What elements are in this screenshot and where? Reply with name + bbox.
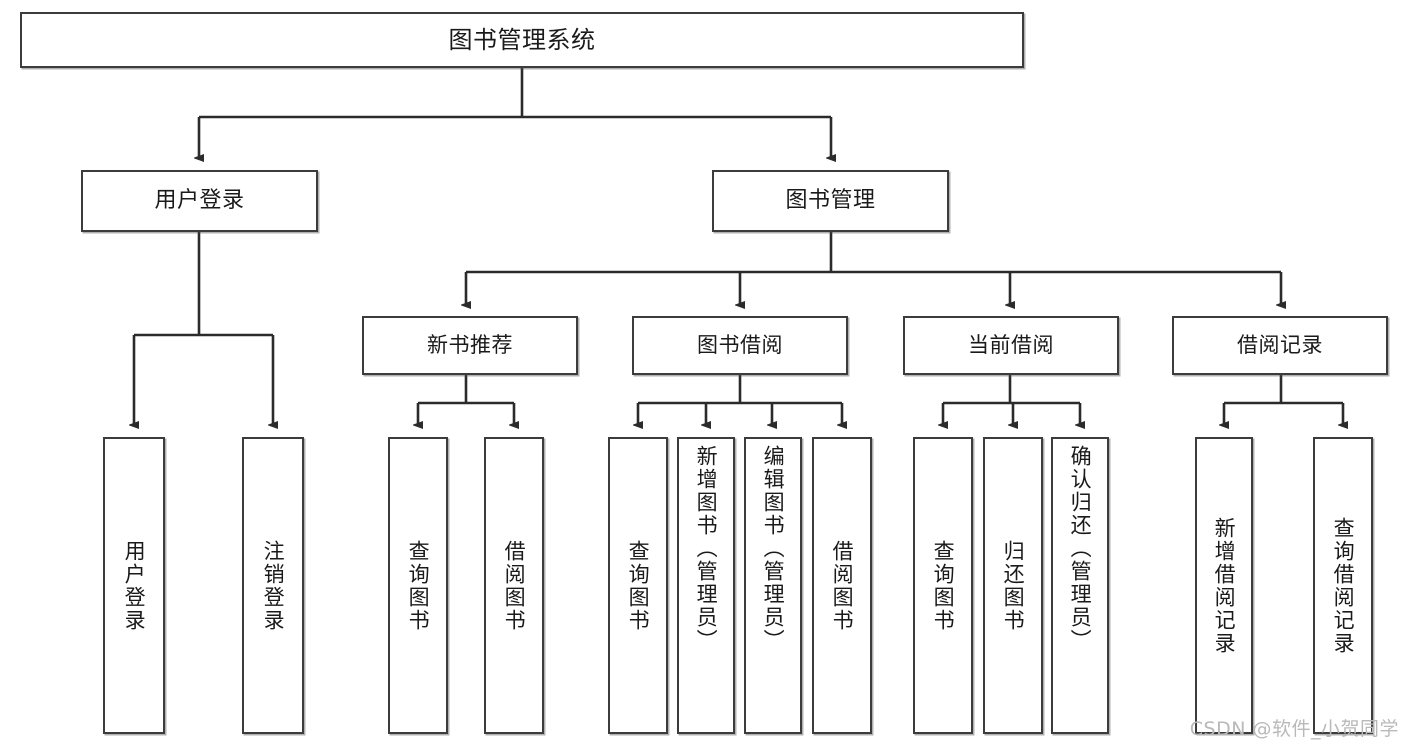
node-leaf-query-book-2-label: 查询图书 <box>626 539 651 632</box>
node-user-login[interactable]: 用户登录 <box>81 170 318 232</box>
edge-group-book-borrow <box>638 375 842 425</box>
node-leaf-add-book-label: 新增图书（管理员） <box>694 445 719 652</box>
node-current-borrow-label: 当前借阅 <box>968 333 1054 358</box>
node-leaf-query-record[interactable]: 查询借阅记录 <box>1313 437 1373 734</box>
node-root-label: 图书管理系统 <box>448 25 596 54</box>
node-book-borrow[interactable]: 图书借阅 <box>632 316 848 375</box>
edge-group-root <box>199 68 831 158</box>
node-leaf-user-login[interactable]: 用户登录 <box>103 437 165 734</box>
node-leaf-add-record-label: 新增借阅记录 <box>1212 516 1237 655</box>
node-user-login-label: 用户登录 <box>154 188 245 214</box>
node-leaf-confirm-return[interactable]: 确认归还（管理员） <box>1051 437 1109 734</box>
node-book-manage-label: 图书管理 <box>785 188 876 214</box>
node-leaf-query-book-2[interactable]: 查询图书 <box>608 437 668 734</box>
node-leaf-borrow-book-2-label: 借阅图书 <box>830 539 855 632</box>
node-new-book-recommend[interactable]: 新书推荐 <box>362 316 578 375</box>
edge-group-user-login <box>134 232 273 425</box>
node-leaf-confirm-return-label: 确认归还（管理员） <box>1068 445 1093 652</box>
node-borrow-record[interactable]: 借阅记录 <box>1172 316 1388 375</box>
node-leaf-logout[interactable]: 注销登录 <box>242 437 304 734</box>
node-leaf-return-book-label: 归还图书 <box>1001 539 1026 632</box>
node-leaf-edit-book-label: 编辑图书（管理员） <box>761 445 786 652</box>
node-current-borrow[interactable]: 当前借阅 <box>903 316 1119 375</box>
node-leaf-user-login-label: 用户登录 <box>122 539 147 632</box>
node-leaf-query-book-1-label: 查询图书 <box>406 539 431 632</box>
node-leaf-borrow-book-1-label: 借阅图书 <box>502 539 527 632</box>
node-leaf-query-record-label: 查询借阅记录 <box>1331 516 1356 655</box>
edge-group-current-borrow <box>943 375 1080 425</box>
node-leaf-add-record[interactable]: 新增借阅记录 <box>1195 437 1253 734</box>
node-leaf-logout-label: 注销登录 <box>261 539 286 632</box>
node-new-book-recommend-label: 新书推荐 <box>427 333 513 358</box>
node-leaf-query-book-3[interactable]: 查询图书 <box>913 437 973 734</box>
node-leaf-return-book[interactable]: 归还图书 <box>983 437 1043 734</box>
node-leaf-borrow-book-1[interactable]: 借阅图书 <box>484 437 544 734</box>
node-leaf-edit-book[interactable]: 编辑图书（管理员） <box>744 437 802 734</box>
node-leaf-query-book-1[interactable]: 查询图书 <box>388 437 448 734</box>
node-leaf-add-book[interactable]: 新增图书（管理员） <box>677 437 735 734</box>
edge-group-new-book-rec <box>418 375 514 425</box>
node-book-manage[interactable]: 图书管理 <box>712 170 949 232</box>
node-book-borrow-label: 图书借阅 <box>697 333 783 358</box>
node-borrow-record-label: 借阅记录 <box>1237 333 1323 358</box>
edge-group-book-manage <box>466 232 1281 305</box>
node-leaf-borrow-book-2[interactable]: 借阅图书 <box>812 437 872 734</box>
node-leaf-query-book-3-label: 查询图书 <box>931 539 956 632</box>
edge-group-borrow-record <box>1224 375 1343 425</box>
node-root[interactable]: 图书管理系统 <box>20 12 1024 68</box>
